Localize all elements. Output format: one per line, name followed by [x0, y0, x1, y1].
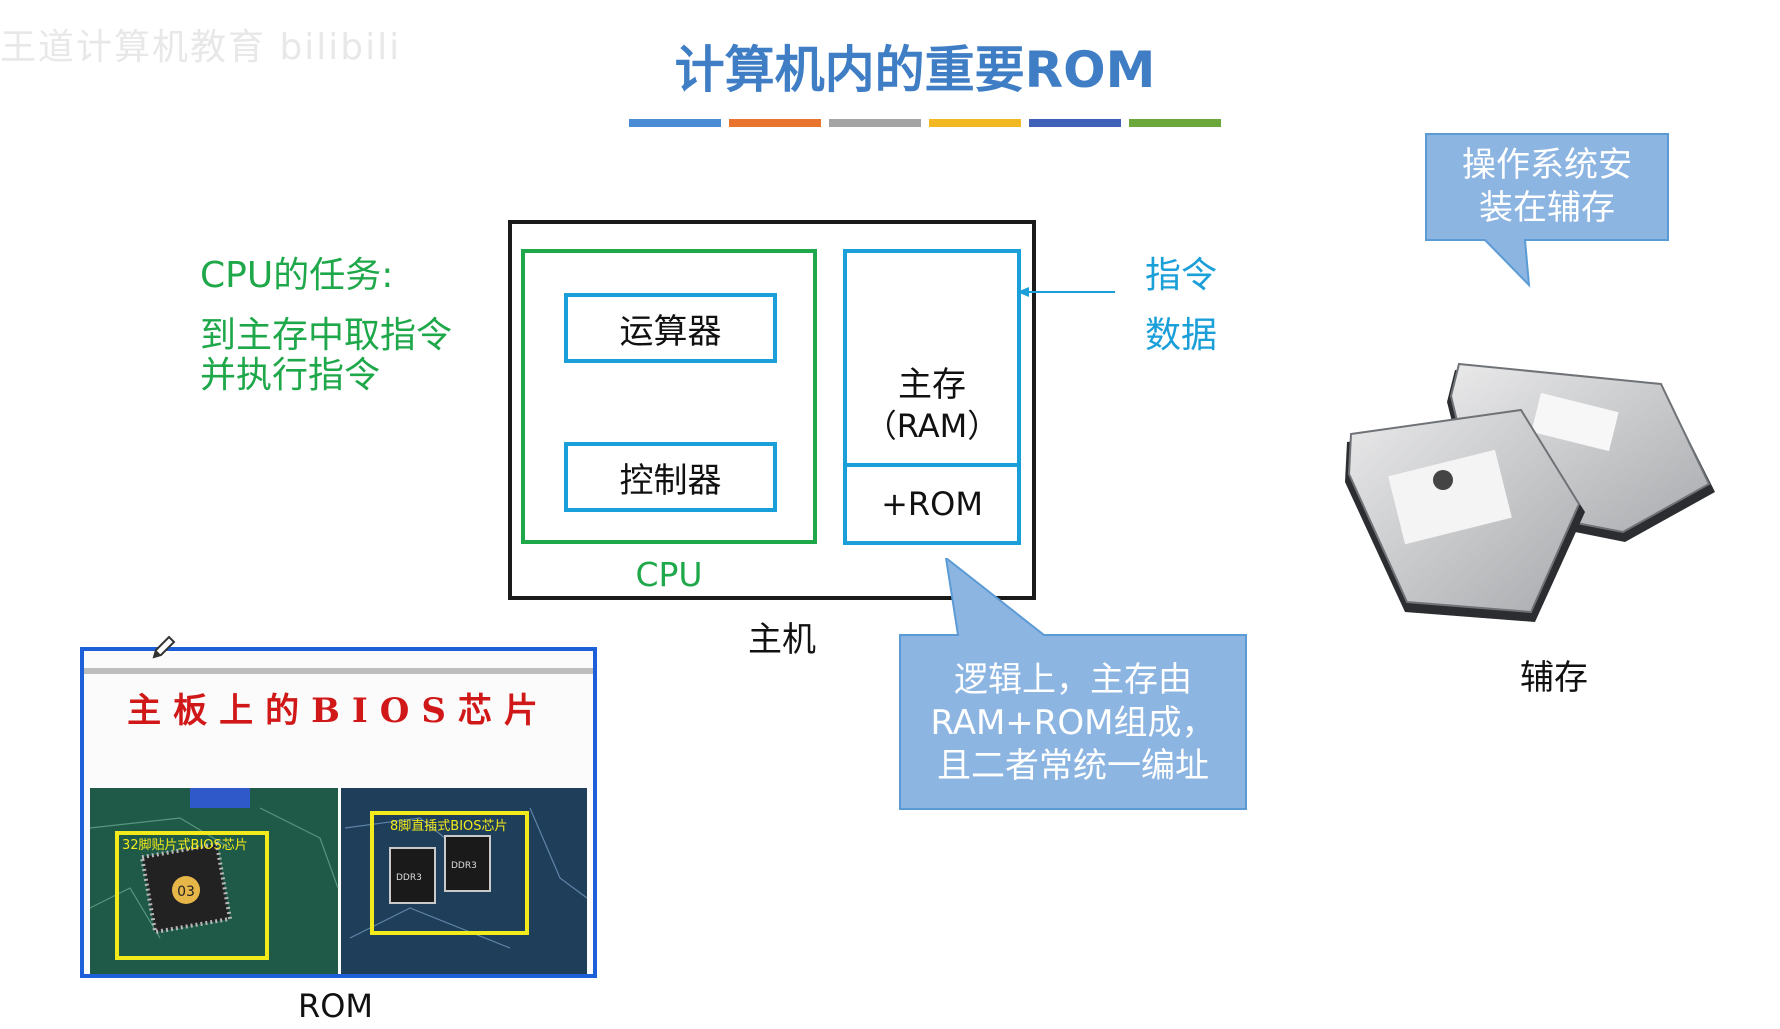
- rom-caption: ROM: [298, 987, 374, 1025]
- page-title: 计算机内的重要ROM: [674, 41, 1156, 99]
- cpu-box: [521, 249, 817, 544]
- secondary-storage-label: 辅存: [1520, 658, 1588, 698]
- alu-box: 运算器: [564, 293, 777, 363]
- os-callout-line1: 操作系统安: [1462, 145, 1632, 185]
- os-callout-line2: 装在辅存: [1479, 188, 1615, 228]
- color-bar: [629, 119, 721, 127]
- cpu-task-line2: 并执行指令: [200, 355, 381, 396]
- host-box: [508, 220, 1036, 600]
- chip1-label: 32脚贴片式BIOS芯片: [122, 837, 248, 853]
- cpu-task-line1: 到主存中取指令: [200, 315, 453, 356]
- bios-photo-title: 主板上的BIOS芯片: [127, 691, 550, 731]
- color-bar: [729, 119, 821, 127]
- ram-label: （RAM）: [864, 407, 1000, 445]
- host-label: 主机: [748, 620, 816, 660]
- hard-drive-icon: [1345, 362, 1715, 622]
- bios-chip-photo: 03 32脚贴片式BIOS芯片 DDR3 DDR3 8脚直插式BIOS芯片: [90, 788, 587, 974]
- arrow-icon: [1017, 287, 1115, 297]
- control-unit-box: 控制器: [564, 442, 777, 512]
- logic-callout-line2: RAM+ROM组成，: [930, 703, 1216, 743]
- os-callout-shape: [1425, 133, 1669, 288]
- pencil-icon: [152, 635, 176, 659]
- cpu-label: CPU: [635, 555, 703, 594]
- rom-label: +ROM: [881, 485, 983, 523]
- socket-label: DDR3: [396, 873, 422, 883]
- chip-mark: 03: [177, 884, 195, 900]
- logic-callout-line1: 逻辑上，主存由: [954, 660, 1192, 700]
- color-bar: [1029, 119, 1121, 127]
- socket-label: DDR3: [451, 861, 477, 871]
- color-bar: [829, 119, 921, 127]
- frame-divider: [84, 668, 593, 674]
- chip2-label: 8脚直插式BIOS芯片: [390, 818, 508, 834]
- watermark: 王道计算机教育 bilibili: [0, 27, 402, 68]
- memory-divider: [843, 463, 1021, 467]
- logic-callout-shape: [899, 558, 1247, 810]
- main-memory-label: 主存: [898, 365, 966, 405]
- color-bar: [929, 119, 1021, 127]
- logic-callout-line3: 且二者常统一编址: [937, 746, 1209, 786]
- main-memory-box: [843, 249, 1021, 545]
- color-bars: [629, 119, 1221, 127]
- cpu-task-heading: CPU的任务:: [200, 255, 394, 296]
- instruction-label: 指令: [1145, 255, 1218, 296]
- data-label: 数据: [1145, 315, 1218, 356]
- color-bar: [1129, 119, 1221, 127]
